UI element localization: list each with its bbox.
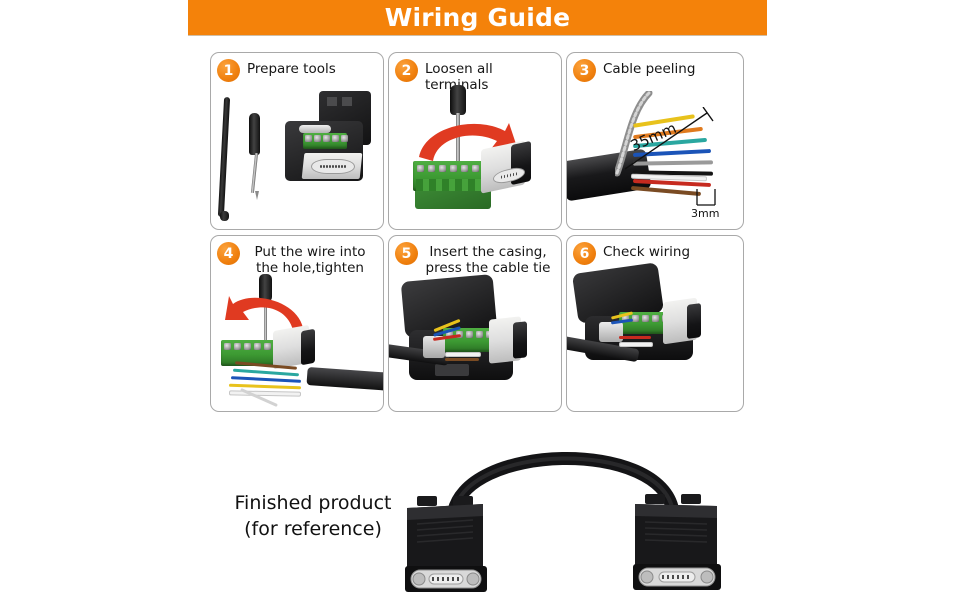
finished-product-illustration: [395, 420, 735, 600]
measurement-label-3mm: 3mm: [691, 207, 720, 220]
step-header-1: 1 Prepare tools: [211, 53, 383, 87]
step-title-1: Prepare tools: [247, 61, 336, 77]
screwdriver-shaft-icon: [264, 300, 267, 348]
step-header-4: 4 Put the wire into the hole,tighten: [211, 236, 383, 280]
db9-pins-icon: [500, 172, 518, 179]
terminal-screws-icon: [417, 165, 479, 172]
wire-blue: [230, 376, 302, 383]
screwdriver-shaft-icon: [250, 152, 259, 194]
right-db9-connector-icon: [633, 494, 721, 590]
strain-relief-clamp-icon: [599, 322, 623, 342]
step-title-6: Check wiring: [603, 244, 691, 260]
casing-notch-icon: [327, 97, 337, 106]
step-panel-5: 5 Insert the casing, press the cable tie: [388, 235, 562, 412]
steps-grid: 1 Prepare tools: [210, 52, 756, 412]
step-panel-2: 2 Loosen all terminals: [388, 52, 562, 230]
casing-notch-icon: [342, 97, 352, 106]
screwdriver-handle-icon: [259, 274, 272, 302]
screwdriver-shaft-icon: [456, 113, 460, 185]
cable-tie-icon: [217, 96, 231, 218]
step-badge-1: 1: [217, 59, 240, 82]
strain-relief-clamp-icon: [299, 125, 331, 133]
step-panel-6: 6 Check wiring: [566, 235, 744, 412]
header-banner: Wiring Guide: [188, 0, 767, 35]
step-badge-3: 3: [573, 59, 596, 82]
cable-jacket-icon: [306, 367, 383, 391]
cable-tie-slot-icon: [435, 364, 469, 376]
step-panel-3: 3 Cable peeling: [566, 52, 744, 230]
db9-port-icon: [311, 159, 355, 174]
step-title-5: Insert the casing, press the cable tie: [425, 244, 551, 276]
db9-shell-icon: [513, 321, 527, 359]
dimension-line-3mm: [696, 189, 716, 206]
wire-teal: [232, 368, 300, 377]
terminal-screws-icon: [224, 343, 271, 350]
db9-shell-icon: [301, 328, 315, 366]
dimension-line-35mm: [624, 107, 714, 170]
finished-product-caption: Finished product (for reference): [234, 492, 392, 540]
wire-brown: [630, 185, 702, 197]
wire-white: [445, 352, 481, 357]
wire-white: [619, 342, 653, 347]
step-badge-4: 4: [217, 242, 240, 265]
db9-pins-icon: [320, 165, 346, 168]
step-illustration-4: [211, 274, 383, 411]
step-illustration-6: [567, 262, 743, 411]
step-illustration-3: 35mm 3mm: [567, 83, 743, 229]
step-illustration-1: [211, 83, 383, 229]
step-illustration-2: [389, 83, 561, 229]
step-header-2: 2 Loosen all terminals: [389, 53, 561, 93]
step-title-4: Put the wire into the hole,tighten: [254, 244, 366, 276]
cable-shield-braid-icon: [615, 91, 653, 177]
screwdriver-handle-icon: [249, 113, 260, 155]
step-panel-4: 4 Put the wire into the hole,tighten: [210, 235, 384, 412]
step-badge-2: 2: [395, 59, 418, 82]
step-illustration-5: [389, 274, 561, 411]
product-cable-highlight-icon: [451, 456, 675, 518]
rotate-arrow-icon: [419, 123, 517, 161]
finished-product-svg: [405, 451, 721, 592]
step-header-3: 3 Cable peeling: [567, 53, 743, 87]
step-header-6: 6 Check wiring: [567, 236, 743, 270]
cable-tie-head-icon: [220, 211, 229, 221]
wire-red: [619, 336, 651, 339]
terminal-screws-icon: [305, 135, 348, 142]
wire-white: [228, 390, 302, 397]
step-header-5: 5 Insert the casing, press the cable tie: [389, 236, 561, 280]
terminal-ports-icon: [416, 179, 488, 191]
wire-brown: [445, 358, 479, 361]
db9-shell-icon: [687, 303, 701, 339]
screwdriver-tip-icon: [255, 191, 259, 200]
strain-relief-clamp-icon: [423, 336, 445, 358]
step-badge-6: 6: [573, 242, 596, 265]
page-title: Wiring Guide: [384, 3, 571, 32]
step-title-3: Cable peeling: [603, 61, 696, 77]
left-db9-connector-icon: [405, 496, 487, 592]
step-badge-5: 5: [395, 242, 418, 265]
rotate-arrow-icon: [225, 296, 303, 330]
screwdriver-handle-icon: [450, 85, 466, 115]
step-panel-1: 1 Prepare tools: [210, 52, 384, 230]
